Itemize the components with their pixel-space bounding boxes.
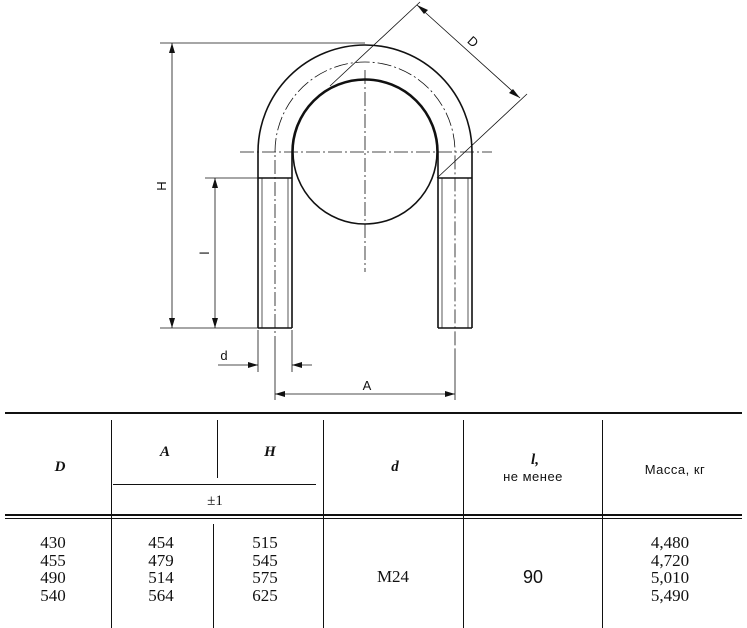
table-row-H: 545 bbox=[252, 550, 278, 570]
table-row-mass: 5,010 bbox=[650, 568, 690, 587]
tolerance-rule bbox=[113, 484, 316, 485]
header-A: A bbox=[159, 444, 170, 460]
table-row-mass: 4,720 bbox=[650, 550, 690, 570]
col-divider-1 bbox=[111, 420, 112, 628]
table-row-mass: 4,480 bbox=[650, 533, 690, 552]
col-divider-2b bbox=[213, 524, 214, 628]
shared-d-value: M24 bbox=[376, 567, 410, 586]
dim-label-A: A bbox=[363, 378, 372, 393]
table-row-D: 430 bbox=[40, 533, 66, 552]
dim-label-l: l bbox=[197, 251, 212, 254]
table-row-H: 575 bbox=[252, 568, 278, 587]
table-row-A: 454 bbox=[148, 533, 174, 552]
dim-label-d: d bbox=[220, 348, 227, 363]
header-tolerance: ±1 bbox=[207, 493, 223, 509]
col-divider-2 bbox=[217, 420, 218, 478]
column-D: 430 455 490 540 bbox=[28, 534, 78, 604]
dim-label-H: H bbox=[154, 181, 169, 190]
col-divider-5 bbox=[602, 420, 603, 628]
spec-table: D A H ±1 d l, не менее Масса, кг 430 455… bbox=[0, 410, 747, 628]
u-bolt-outer-outline bbox=[257, 44, 473, 328]
table-row-H: 625 bbox=[252, 585, 278, 605]
header-mass: Масса, кг bbox=[644, 462, 706, 477]
table-row-A: 479 bbox=[148, 550, 174, 570]
header-H: H bbox=[264, 444, 276, 460]
header-d: d bbox=[391, 459, 399, 475]
table-row-A: 514 bbox=[148, 568, 174, 587]
header-l-note: не менее bbox=[503, 469, 563, 484]
table-row-H: 515 bbox=[252, 533, 278, 552]
u-bolt-drawing: H l d A D bbox=[154, 1, 528, 400]
table-row-A: 564 bbox=[148, 585, 174, 605]
column-H: 515 545 575 625 bbox=[240, 534, 290, 604]
header-rule-1 bbox=[5, 514, 742, 516]
table-row-D: 455 bbox=[40, 550, 66, 570]
header-D: D bbox=[54, 459, 66, 475]
column-A: 454 479 514 564 bbox=[136, 534, 186, 604]
shared-l-value: 90 bbox=[522, 567, 544, 587]
column-mass: 4,480 4,720 5,010 5,490 bbox=[630, 534, 710, 604]
col-divider-4 bbox=[463, 420, 464, 628]
table-row-mass: 5,490 bbox=[650, 585, 690, 605]
table-row-D: 490 bbox=[40, 568, 66, 587]
col-divider-3 bbox=[323, 420, 324, 628]
header-rule-2 bbox=[5, 518, 742, 519]
dim-label-D: D bbox=[465, 33, 482, 50]
header-l: l, bbox=[531, 452, 539, 468]
table-row-D: 540 bbox=[40, 585, 66, 605]
table-top-rule bbox=[5, 412, 742, 414]
